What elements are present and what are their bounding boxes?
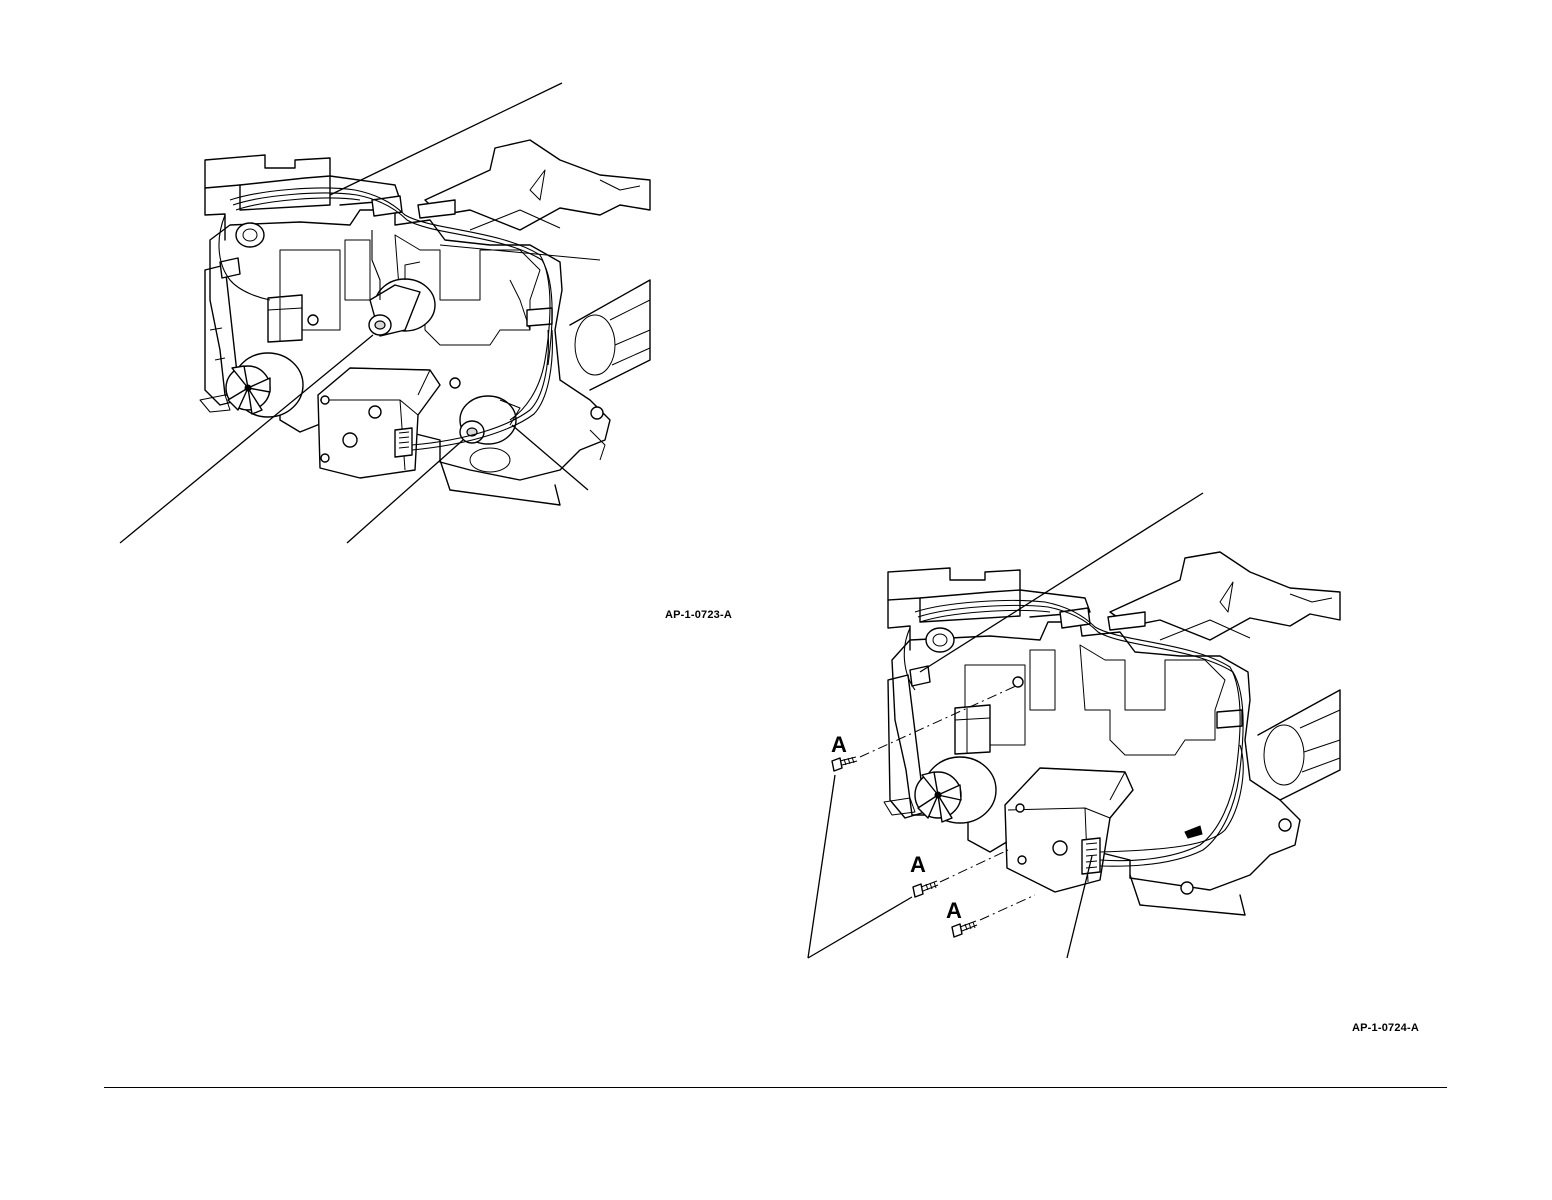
callout-a-middle-screw: A xyxy=(910,854,926,876)
callout-a-lower-screw: A xyxy=(946,900,962,922)
screw-a-middle xyxy=(913,881,938,897)
callout-a-upper-screw: A xyxy=(831,734,847,756)
screw-a-upper xyxy=(832,757,857,771)
figure-1-id-label: AP-1-0723-A xyxy=(665,609,732,621)
page-footer-rule xyxy=(104,1087,1447,1088)
figure-2-id-label: AP-1-0724-A xyxy=(1352,1022,1419,1034)
screw-a-lower xyxy=(952,921,977,937)
figure-2-artwork xyxy=(808,493,1340,958)
